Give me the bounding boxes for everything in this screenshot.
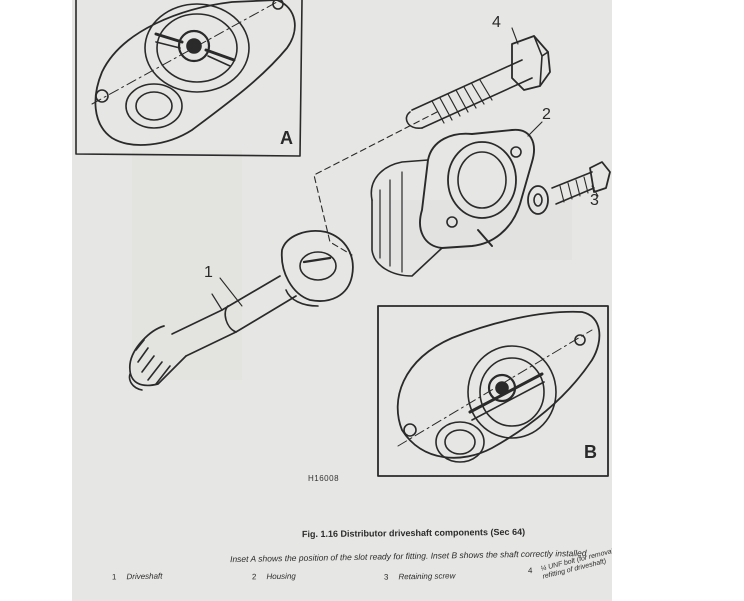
housing-drawing xyxy=(370,129,535,277)
bolt-drawing xyxy=(405,35,551,129)
legend-label: Driveshaft xyxy=(126,571,163,582)
legend-number: 3 xyxy=(383,572,389,582)
reference-code: H16008 xyxy=(308,474,340,483)
callout-2: 2 xyxy=(542,106,551,123)
legend-number: 1 xyxy=(111,572,117,582)
legend-item-1: 1 Driveshaft xyxy=(112,572,163,582)
exploded-diagram xyxy=(75,0,611,477)
legend-label: Housing xyxy=(266,571,296,582)
driveshaft-drawing xyxy=(128,230,354,391)
legend-item-3: 3 Retaining screw xyxy=(384,571,456,581)
background-bleed-left xyxy=(132,150,242,380)
legend-label: Retaining screw xyxy=(398,571,456,582)
inset-b xyxy=(377,305,609,477)
legend-number: 2 xyxy=(251,572,257,582)
inset-b-label: B xyxy=(584,442,597,462)
callout-4: 4 xyxy=(492,14,501,31)
inset-a-label: A xyxy=(280,128,293,148)
manual-page: 1 2 3 4 A B H16008 Fig. 1.16 Distributor… xyxy=(72,0,612,601)
legend-item-2: 2 Housing xyxy=(252,572,296,582)
background-bleed-right xyxy=(372,200,572,260)
inset-a xyxy=(75,0,303,157)
callout-3: 3 xyxy=(590,192,599,209)
legend-number: 4 xyxy=(527,566,533,576)
callout-1: 1 xyxy=(204,264,213,281)
